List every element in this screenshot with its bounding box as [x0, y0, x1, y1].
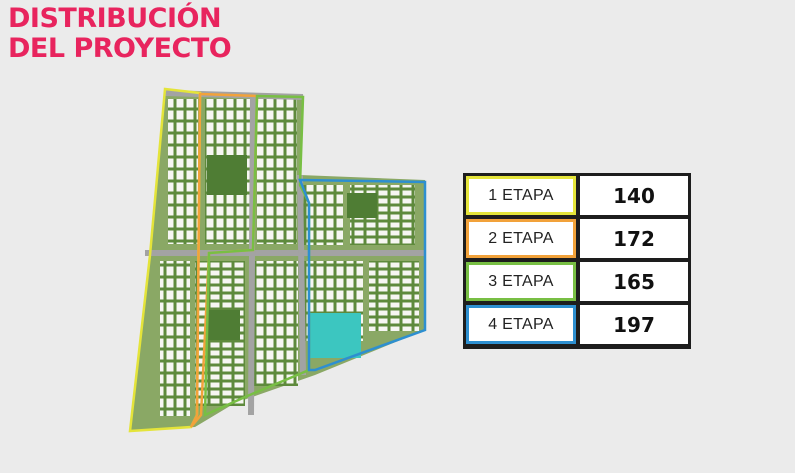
stage-3-label: 3 ETAPA: [466, 262, 576, 301]
stage-legend-table: 1 ETAPA 140 2 ETAPA 172 3 ETAPA 165 4 ET…: [463, 173, 691, 349]
stage-row-4: 4 ETAPA 197: [466, 305, 688, 344]
page-title: DISTRIBUCIÓN DEL PROYECTO: [8, 3, 232, 64]
stage-2-value: 172: [580, 219, 688, 258]
stage-row-2: 2 ETAPA 172: [466, 219, 688, 258]
stage-1-value: 140: [580, 176, 688, 215]
stage-4-value: 197: [580, 305, 688, 344]
stage-row-1: 1 ETAPA 140: [466, 176, 688, 215]
stage-4-label: 4 ETAPA: [466, 305, 576, 344]
site-plan-map: [128, 87, 427, 433]
title-line-2: DEL PROYECTO: [8, 33, 232, 64]
pond: [309, 313, 361, 358]
stage-row-3: 3 ETAPA 165: [466, 262, 688, 301]
park-areas: [205, 155, 377, 340]
stage-1-label: 1 ETAPA: [466, 176, 576, 215]
title-line-1: DISTRIBUCIÓN: [8, 3, 222, 34]
stage-2-label: 2 ETAPA: [466, 219, 576, 258]
stage-3-outline: [203, 94, 311, 417]
stage-3-value: 165: [580, 262, 688, 301]
stage-4-outline: [298, 178, 427, 372]
